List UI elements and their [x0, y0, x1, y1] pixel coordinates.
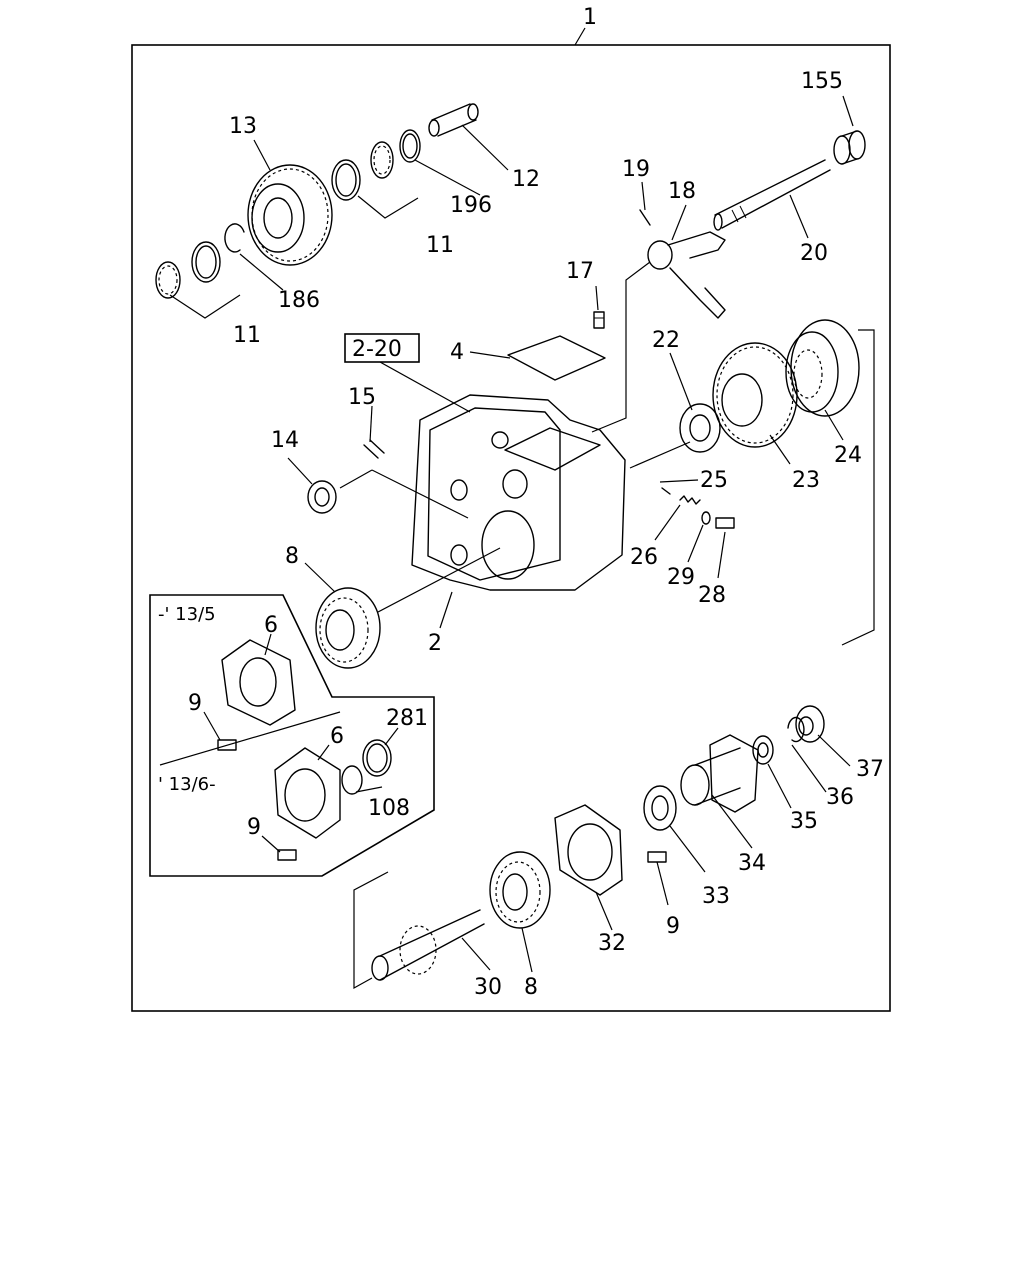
washer-29	[701, 511, 711, 525]
shift-fork-18	[639, 209, 726, 319]
callout-11-upper[interactable]: 11	[426, 233, 454, 258]
sleeve-24	[785, 319, 860, 417]
callout-36[interactable]: 36	[826, 785, 854, 810]
flange-6-late	[274, 747, 341, 839]
callout-25[interactable]: 25	[700, 468, 728, 493]
callout-22[interactable]: 22	[652, 328, 680, 353]
gear-13	[247, 164, 333, 266]
housing-2	[411, 394, 626, 591]
callout-24[interactable]: 24	[834, 443, 862, 468]
callout-2[interactable]: 2	[428, 631, 442, 656]
bearing-8-upper	[315, 587, 381, 669]
detent-pin-25	[661, 487, 671, 495]
callout-37[interactable]: 37	[856, 757, 884, 782]
seal-108	[341, 765, 363, 795]
callout-6-early[interactable]: 6	[264, 613, 278, 638]
callout-12[interactable]: 12	[512, 167, 540, 192]
washer-35	[752, 735, 774, 765]
callout-108[interactable]: 108	[368, 796, 410, 821]
nut-37	[795, 705, 825, 743]
callout-9-late[interactable]: 9	[247, 815, 261, 840]
pin-15	[363, 439, 385, 459]
diagram-frame	[131, 44, 891, 1012]
gear-23	[712, 342, 798, 448]
callout-6-late[interactable]: 6	[330, 724, 344, 749]
callout-155[interactable]: 155	[801, 69, 843, 94]
pin-12	[428, 103, 479, 137]
reference-box-label[interactable]: 2-20	[352, 337, 402, 362]
right-bracket	[841, 329, 875, 646]
callout-4[interactable]: 4	[450, 340, 464, 365]
callout-labels: 155 13 12 19 18 196 11 20 186 17 11 4 22…	[188, 69, 884, 1000]
ring-281	[362, 739, 392, 777]
ring-196	[399, 129, 421, 163]
bolt-9-late	[277, 849, 297, 861]
callout-14[interactable]: 14	[271, 428, 299, 453]
callout-26[interactable]: 26	[630, 545, 658, 570]
variant-divider	[159, 711, 341, 766]
variant-label-early[interactable]: -' 13/5	[158, 604, 216, 625]
bushing-14	[307, 480, 337, 514]
cover-32	[554, 804, 623, 896]
callout-34[interactable]: 34	[738, 851, 766, 876]
bearing-11-lower	[155, 241, 221, 299]
bearing-8-lower	[489, 851, 551, 929]
shift-shaft-20	[713, 159, 831, 231]
callout-8-lower[interactable]: 8	[524, 975, 538, 1000]
callout-19[interactable]: 19	[622, 157, 650, 182]
flange-34	[680, 734, 759, 813]
leader-lines	[169, 95, 854, 973]
callout-15[interactable]: 15	[348, 385, 376, 410]
callout-11-lower[interactable]: 11	[233, 323, 261, 348]
callout-13[interactable]: 13	[229, 114, 257, 139]
clip-36	[787, 716, 805, 743]
callout-35[interactable]: 35	[790, 809, 818, 834]
callout-30[interactable]: 30	[474, 975, 502, 1000]
callout-29[interactable]: 29	[667, 565, 695, 590]
bolt-9-cover	[647, 851, 667, 863]
bearing-11-upper	[331, 141, 394, 201]
spring-26	[679, 495, 701, 505]
variant-group-frame	[149, 594, 435, 877]
callout-23[interactable]: 23	[792, 468, 820, 493]
variant-label-late[interactable]: ' 13/6-	[158, 774, 216, 795]
shaft-bracket	[353, 871, 389, 990]
bolt-17	[593, 311, 605, 329]
callout-196[interactable]: 196	[450, 193, 492, 218]
bolt-9-early	[217, 739, 237, 751]
callout-186[interactable]: 186	[278, 288, 320, 313]
callout-9-cover[interactable]: 9	[666, 914, 680, 939]
callout-9-early[interactable]: 9	[188, 691, 202, 716]
callout-20[interactable]: 20	[800, 241, 828, 266]
callout-33[interactable]: 33	[702, 884, 730, 909]
callout-18[interactable]: 18	[668, 179, 696, 204]
seal-33	[643, 785, 677, 831]
thrust-washer-22	[679, 403, 721, 453]
callout-17[interactable]: 17	[566, 259, 594, 284]
bushing-155	[833, 130, 866, 165]
callout-32[interactable]: 32	[598, 931, 626, 956]
reference-box	[344, 333, 420, 363]
flange-6-early	[221, 639, 296, 726]
circlip-186	[224, 223, 245, 253]
bolt-28	[715, 517, 735, 529]
callout-28[interactable]: 28	[698, 583, 726, 608]
callout-281[interactable]: 281	[386, 706, 428, 731]
shaft-30	[371, 909, 485, 981]
assembly-number[interactable]: 1	[583, 5, 597, 30]
callout-8-upper[interactable]: 8	[285, 544, 299, 569]
cover-plate-4	[507, 335, 606, 381]
